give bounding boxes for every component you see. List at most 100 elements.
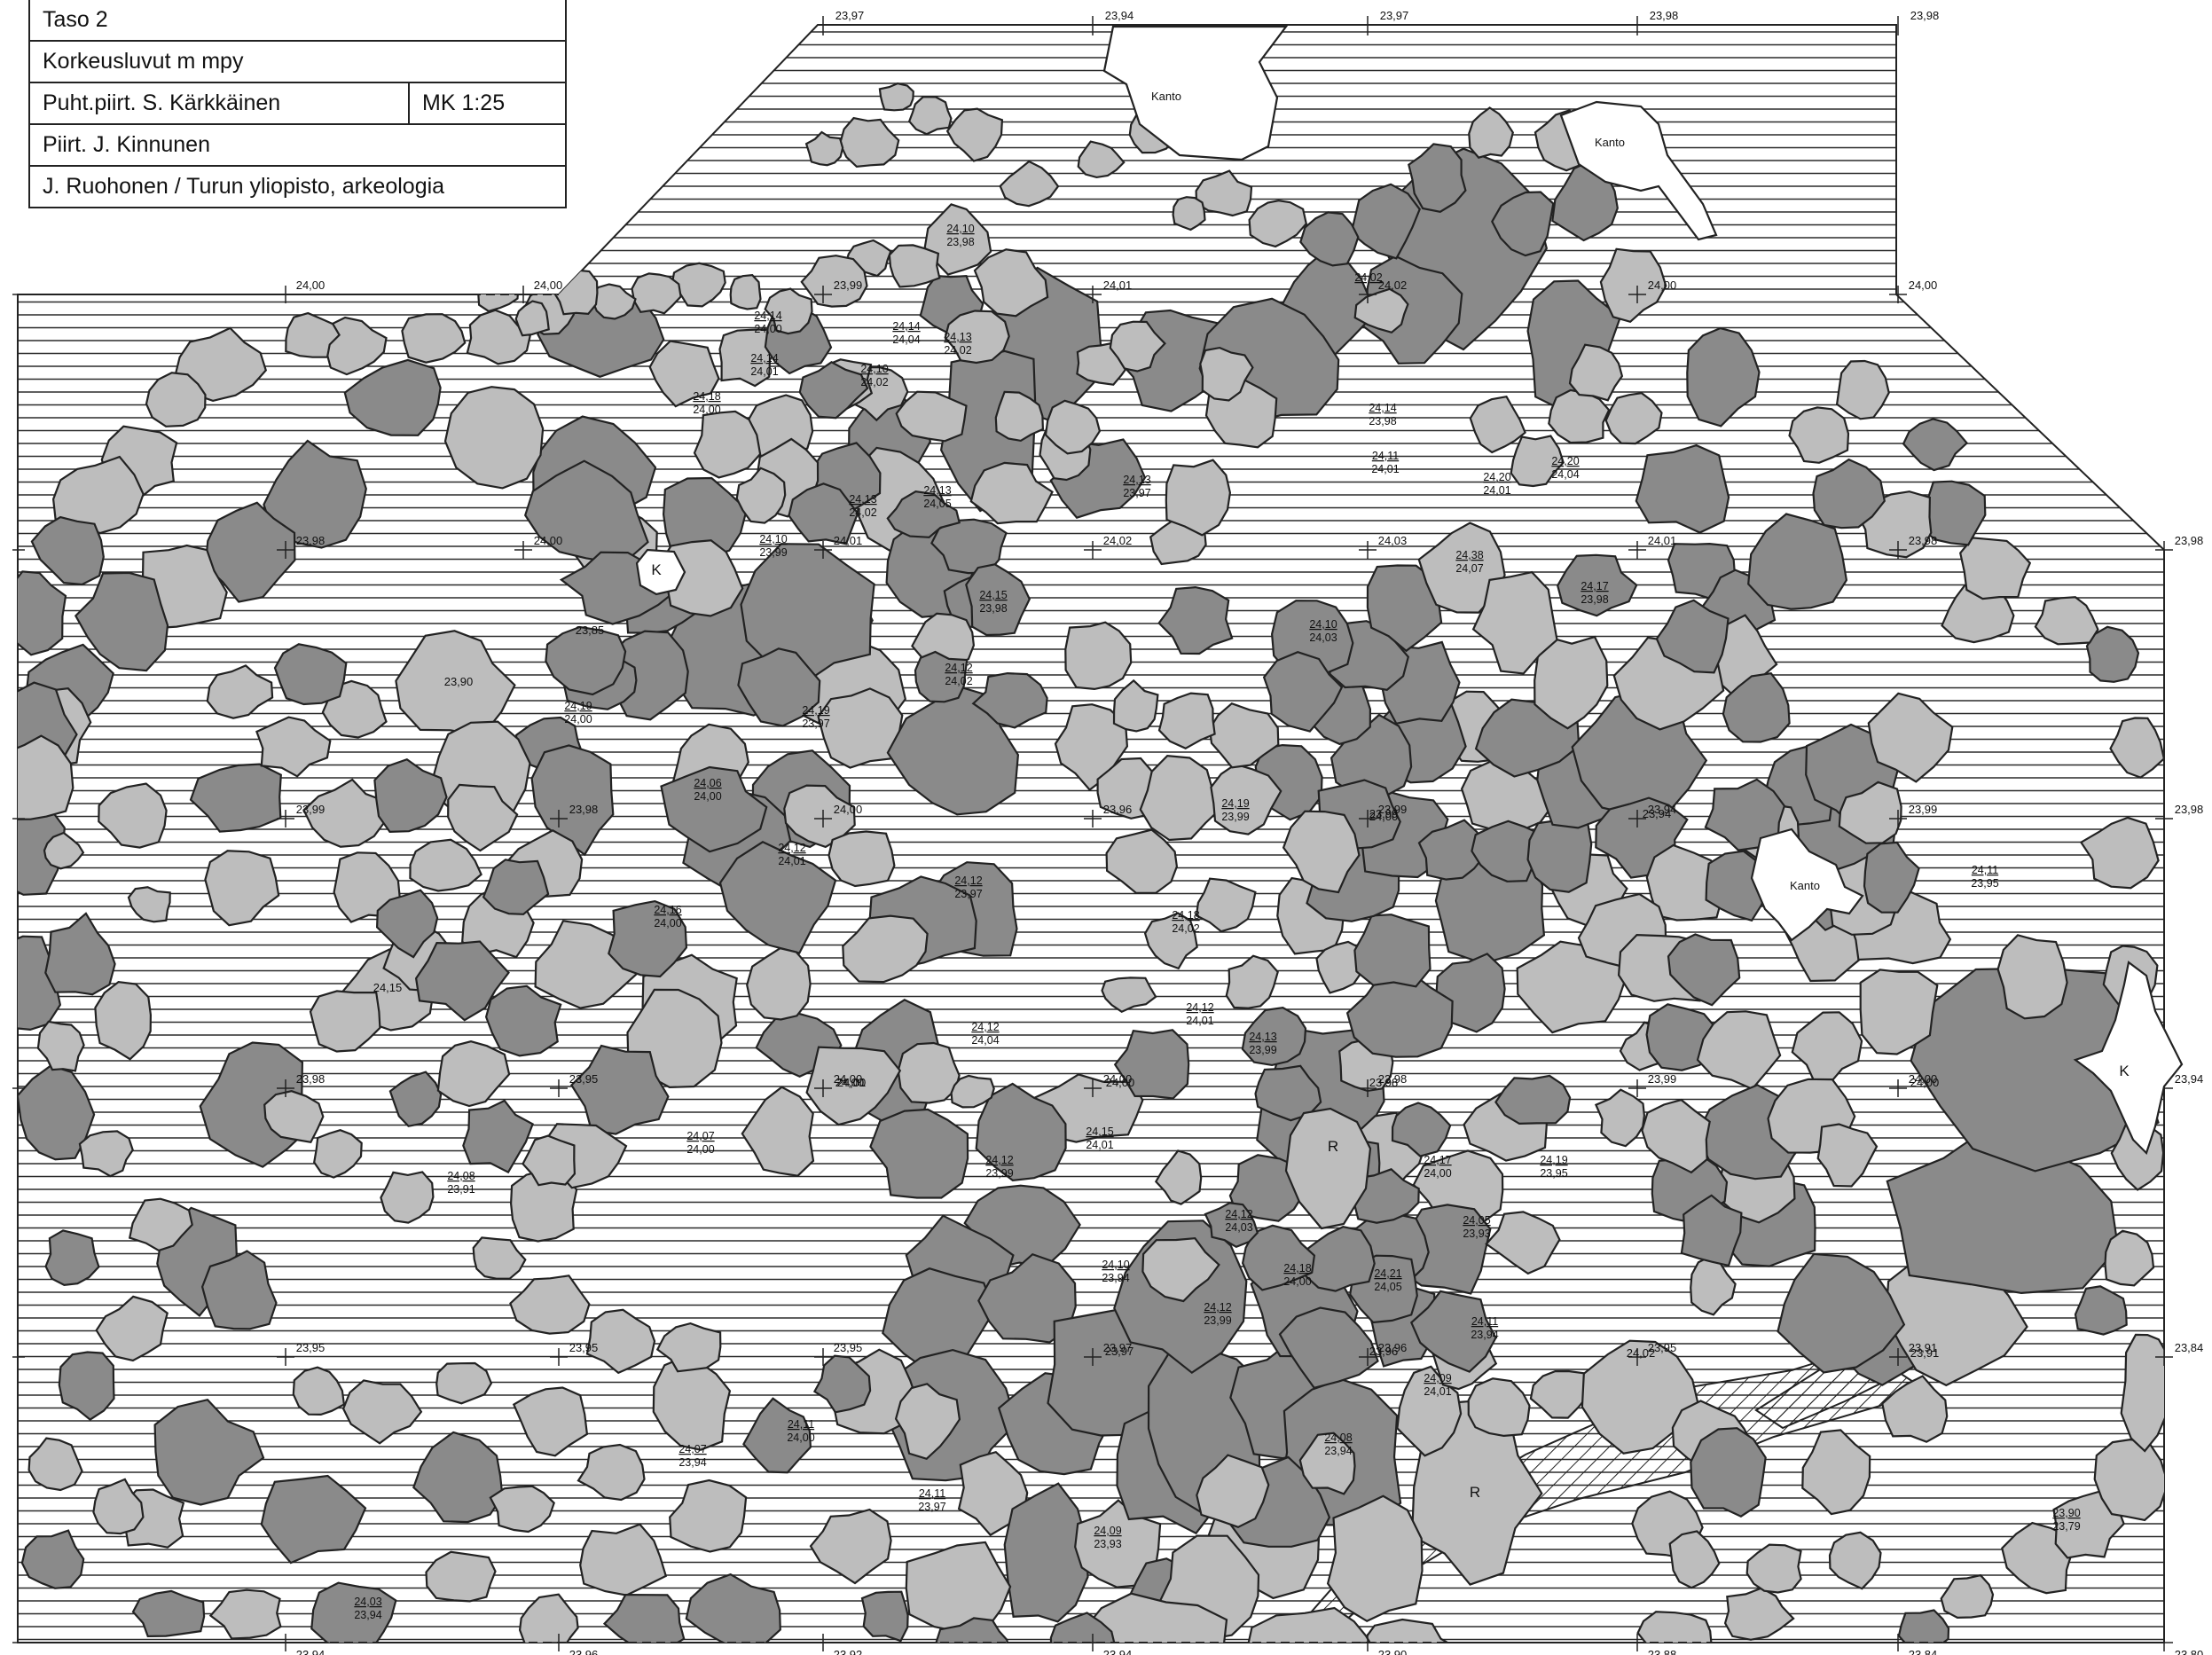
stone — [1788, 406, 1850, 464]
stone — [263, 439, 367, 549]
measurement-bottom: 23,97 — [1123, 487, 1150, 499]
stone — [1655, 599, 1730, 674]
stone — [1298, 1226, 1376, 1292]
measurement-top: 23,90 — [2052, 1507, 2080, 1519]
measurement-top: 24,10 — [759, 533, 787, 545]
stone — [373, 757, 448, 834]
grid-elevation: 23,98 — [1909, 534, 1938, 547]
measurement-top: 24,10 — [1309, 618, 1337, 631]
stone — [994, 390, 1045, 443]
stone — [472, 1236, 527, 1280]
stone — [2085, 625, 2140, 683]
measurement-top: 24,11 — [1471, 1315, 1498, 1328]
stone — [805, 1046, 902, 1126]
measurement-top: 24,13 — [1249, 1031, 1276, 1043]
organisation-credit: J. Ruohonen / Turun yliopisto, arkeologi… — [43, 174, 445, 199]
grid-elevation: 23,94 — [1648, 803, 1677, 816]
spot-height: 23,85 — [576, 624, 605, 637]
stone — [1204, 1202, 1259, 1249]
stone — [764, 287, 813, 335]
stone — [1172, 196, 1206, 231]
stone — [310, 1581, 397, 1643]
stone — [1241, 1224, 1316, 1291]
stone — [999, 160, 1060, 208]
stone — [1254, 1064, 1322, 1122]
measurement-bottom: 24,02 — [1172, 922, 1199, 935]
stone — [1154, 1149, 1203, 1205]
feature-k — [635, 548, 686, 596]
stone — [1208, 702, 1280, 769]
measurement-bottom: 23,98 — [979, 602, 1007, 615]
grid-elevation: 23,99 — [834, 278, 863, 292]
stone — [1350, 183, 1421, 260]
grid-elevation: 24,00 — [834, 803, 863, 816]
measurement-bottom: 23,97 — [802, 718, 829, 730]
spot-height: 23,94 — [1643, 807, 1672, 820]
grid-elevation: 23,96 — [1103, 803, 1133, 816]
measurement-bottom: 24,02 — [945, 675, 972, 687]
stone — [1494, 1074, 1572, 1126]
measurement-top: 24,03 — [354, 1596, 381, 1608]
drawn-by-credit: Piirt. J. Kinnunen — [43, 132, 210, 157]
stone — [1408, 143, 1467, 213]
stone — [425, 1550, 497, 1603]
stone — [2109, 717, 2164, 779]
stone — [1863, 841, 1920, 914]
measurement-bottom: 24,02 — [849, 506, 876, 519]
stone — [1225, 954, 1279, 1009]
stone — [783, 784, 856, 849]
grid-elevation: 23,94 — [1103, 1648, 1133, 1655]
stone — [914, 650, 969, 703]
stone — [1003, 1482, 1089, 1623]
stone — [1298, 1431, 1356, 1495]
stone — [897, 1041, 961, 1104]
stone — [1604, 392, 1663, 445]
stone — [809, 1508, 892, 1585]
grid-elevation: 24,00 — [1648, 278, 1677, 292]
stone — [1599, 247, 1667, 324]
spot-height: 24,00 — [1910, 1076, 1940, 1089]
clean-drawing-credit: Puht.piirt. S. Kärkkäinen — [43, 90, 281, 115]
grid-elevation: 24,00 — [834, 1072, 863, 1086]
stone — [482, 859, 550, 915]
stone — [971, 671, 1048, 729]
stone — [907, 95, 953, 136]
feature-stump — [1559, 100, 1718, 241]
stone — [1902, 418, 1969, 472]
stone — [1867, 692, 1954, 783]
stone — [1064, 621, 1133, 691]
stone — [671, 262, 726, 308]
stone — [1469, 395, 1526, 454]
measurement-top: 24,08 — [1324, 1431, 1352, 1444]
grid-elevation: 24,00 — [534, 534, 563, 547]
stone — [260, 1474, 367, 1565]
spot-height: 23,98 — [1369, 1076, 1399, 1089]
measurement-top: 24,11 — [1372, 450, 1399, 462]
stone — [92, 1478, 145, 1535]
feature-label-k: K — [2119, 1063, 2130, 1079]
stone — [718, 841, 837, 954]
stone — [869, 1108, 969, 1199]
stone — [1361, 255, 1463, 365]
measurement-bottom: 24,00 — [754, 323, 781, 335]
stone — [1246, 1606, 1378, 1643]
measurement-top: 24,15 — [979, 589, 1007, 601]
measurement-bottom: 24,00 — [693, 404, 720, 416]
stone — [1105, 828, 1179, 894]
stone — [1485, 1211, 1561, 1275]
stone — [1109, 320, 1166, 373]
grid-elevation: 23,99 — [296, 803, 326, 816]
